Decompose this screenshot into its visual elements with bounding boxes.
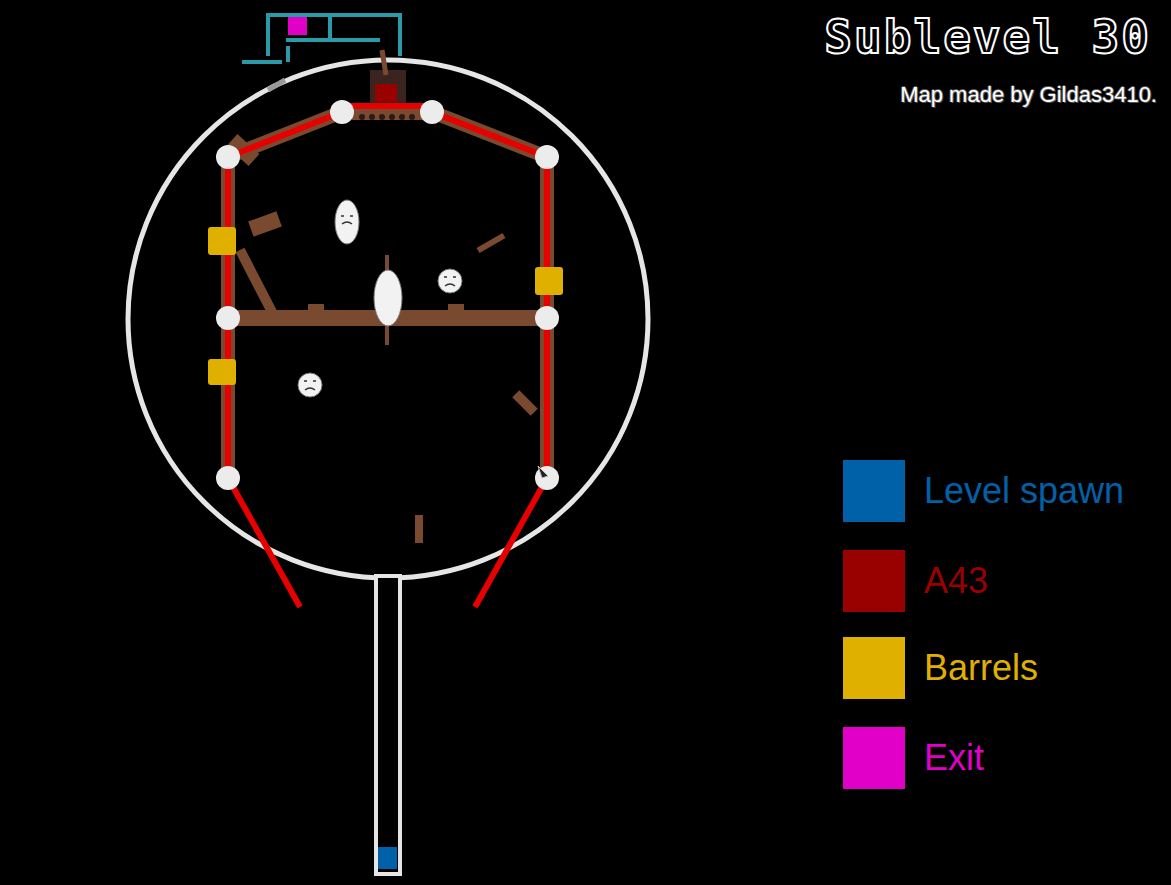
legend-swatch xyxy=(843,637,905,699)
legend-swatch xyxy=(843,727,905,789)
legend-swatch xyxy=(843,460,905,522)
map-title: Sublevel 30 xyxy=(824,10,1151,64)
legend-label: Exit xyxy=(924,737,984,779)
legend-label: Barrels xyxy=(924,647,1038,689)
legend-swatch xyxy=(843,550,905,612)
legend-label: A43 xyxy=(924,560,988,602)
legend-label: Level spawn xyxy=(924,470,1124,512)
credit-label: Map made by Gildas3410. xyxy=(900,82,1157,108)
